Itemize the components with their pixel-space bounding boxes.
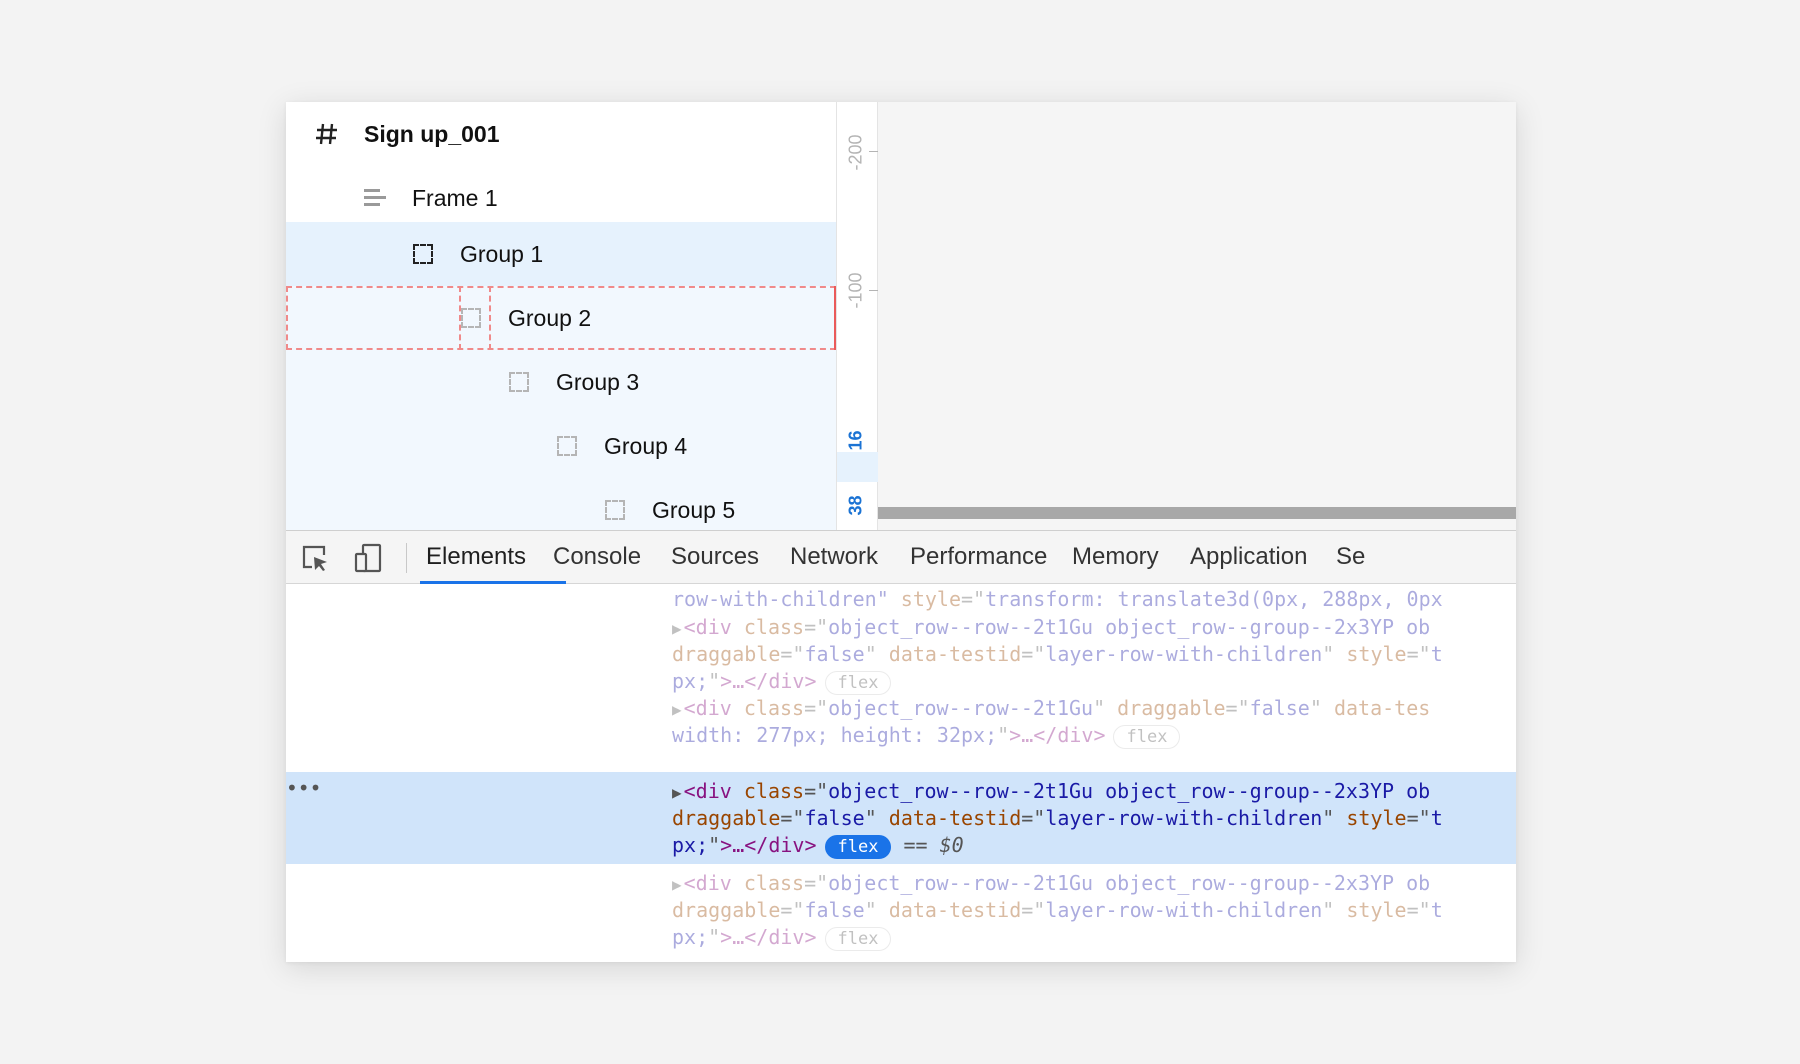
expand-triangle-icon: ▶ <box>672 619 682 638</box>
layer-row-group-4[interactable]: Group 4 <box>286 414 836 478</box>
vertical-ruler: -200 -100 16 38 <box>836 102 879 530</box>
layer-label: Group 2 <box>508 304 592 331</box>
group-icon <box>554 433 580 459</box>
device-toggle-icon[interactable] <box>354 543 384 573</box>
flex-badge[interactable]: flex <box>824 926 892 951</box>
hash-icon <box>314 121 340 147</box>
layer-row-group-5[interactable]: Group 5 <box>286 478 836 530</box>
devtools-toolbar: Elements Console Sources Network Perform… <box>286 530 1516 584</box>
layer-row-group-2[interactable]: Group 2 <box>286 286 836 350</box>
ruler-selection-band <box>837 452 878 482</box>
expand-triangle-icon: ▶ <box>672 875 682 894</box>
group-icon <box>602 497 628 523</box>
ruler-selection-start: 16 <box>845 430 866 451</box>
group-icon <box>506 369 532 395</box>
ruler-label: -200 <box>845 134 866 171</box>
layer-label: Sign up_001 <box>364 120 500 147</box>
dom-line: draggable="false" data-testid="layer-row… <box>672 642 1443 666</box>
dom-line: row-with-children" style="transform: tra… <box>672 587 1443 611</box>
node-actions-ellipsis[interactable]: ••• <box>286 776 322 800</box>
tab-memory[interactable]: Memory <box>1072 543 1159 570</box>
elements-dom-tree: ••• row-with-children" style="transform:… <box>286 584 1516 962</box>
flex-badge-active[interactable]: flex <box>824 834 892 859</box>
dom-node-row[interactable]: ▶<div class="object_row--row--2t1Gu obje… <box>672 871 1431 895</box>
tab-application[interactable]: Application <box>1190 543 1308 570</box>
dom-line: px;">…</div>flex == $0 <box>672 833 964 859</box>
layer-label: Group 5 <box>652 496 736 523</box>
layer-row-group-3[interactable]: Group 3 <box>286 350 836 414</box>
group-icon <box>410 241 436 267</box>
dom-line: px;">…</div>flex <box>672 666 892 696</box>
toolbar-separator <box>406 543 407 573</box>
app-window: Sign up_001 Frame 1 Group 1 Group 2 Grou… <box>286 102 1516 962</box>
dom-line: width: 277px; height: 32px;">…</div>flex <box>672 720 1181 750</box>
layer-label: Group 3 <box>556 368 640 395</box>
ruler-tick <box>869 151 879 152</box>
dom-node-row[interactable]: ▶<div class="object_row--row--2t1Gu obje… <box>672 615 1431 639</box>
layer-label: Group 1 <box>460 240 544 267</box>
tab-performance[interactable]: Performance <box>910 543 1048 570</box>
tab-overflow[interactable]: Se <box>1336 543 1366 570</box>
inspect-highlight-edge <box>834 286 836 350</box>
layer-label: Frame 1 <box>412 184 498 211</box>
layer-label: Group 4 <box>604 432 688 459</box>
layer-row-sign-up[interactable]: Sign up_001 <box>286 102 836 166</box>
dom-line: px;">…</div>flex <box>672 922 892 952</box>
dom-node-row-selected[interactable]: ▶<div class="object_row--row--2t1Gu obje… <box>672 779 1431 803</box>
group-icon <box>458 305 484 331</box>
horizontal-scrollbar[interactable] <box>878 507 1516 519</box>
tab-console[interactable]: Console <box>553 543 642 570</box>
dom-node-row[interactable]: ▶<div class="object_row--row--2t1Gu" dra… <box>672 696 1431 720</box>
layer-row-frame-1[interactable]: Frame 1 <box>286 166 836 230</box>
ruler-selection-end: 38 <box>845 495 866 516</box>
tab-elements[interactable]: Elements <box>426 543 527 570</box>
dom-line: draggable="false" data-testid="layer-row… <box>672 898 1443 922</box>
element-picker-icon[interactable] <box>300 543 330 573</box>
ruler-tick <box>869 290 879 291</box>
selected-node-highlight[interactable] <box>286 772 1516 864</box>
tab-sources[interactable]: Sources <box>671 543 760 570</box>
layer-row-group-1[interactable]: Group 1 <box>286 222 836 286</box>
layers-panel: Sign up_001 Frame 1 Group 1 Group 2 Grou… <box>286 102 836 530</box>
tab-network[interactable]: Network <box>790 543 879 570</box>
design-canvas[interactable] <box>878 102 1516 530</box>
flex-badge[interactable]: flex <box>824 670 892 695</box>
flex-badge[interactable]: flex <box>1113 724 1181 749</box>
dom-line: draggable="false" data-testid="layer-row… <box>672 806 1443 830</box>
ruler-label: -100 <box>845 272 866 309</box>
expand-triangle-icon: ▶ <box>672 783 682 802</box>
frame-icon <box>362 185 388 211</box>
active-tab-indicator <box>420 581 566 584</box>
expand-triangle-icon: ▶ <box>672 700 682 719</box>
